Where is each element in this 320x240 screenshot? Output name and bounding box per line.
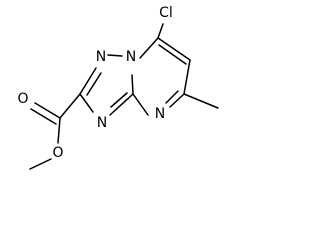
bond-n8-c7 — [139, 37, 159, 59]
atom-n-triazole-top-label: N — [96, 49, 106, 65]
bond-n3-c3a — [109, 93, 134, 116]
bond-c2-n3 — [79, 93, 94, 113]
bond-carbonyl — [34, 102, 61, 119]
bond-c7-c6-double — [158, 44, 187, 65]
bond-c3a-n8 — [131, 74, 134, 95]
atom-n-bridge-label: N — [126, 49, 136, 65]
bond-carbonyl-double — [30, 108, 57, 125]
bond-c6-c5 — [183, 59, 191, 95]
bond-oester-methyl — [29, 158, 52, 170]
bond-n1-c2 — [79, 67, 97, 95]
bond-c7-c6 — [157, 37, 191, 61]
bond-c5-n4-double — [165, 90, 179, 104]
bond-c2-carboxyl — [59, 93, 81, 119]
atom-cl-label: Cl — [159, 5, 173, 21]
bond-n8-n1 — [107, 54, 123, 57]
bond-n3-c3a-double — [110, 92, 128, 108]
atom-n-pyrimidine-label: N — [155, 106, 165, 122]
bond-c5-n4 — [169, 93, 185, 108]
atom-o-carbonyl-label: O — [17, 91, 28, 107]
bond-c5-methyl — [183, 93, 219, 109]
molecule-structure: Cl N N N N O O — [17, 5, 219, 170]
bond-c7-cl — [157, 23, 164, 39]
structure-canvas: Cl N N N N O O — [17, 5, 219, 170]
atom-n-triazole-bottom-label: N — [97, 115, 107, 131]
bond-n1-c2-double — [86, 72, 102, 96]
bond-n4-c3a — [132, 93, 149, 116]
atom-o-ester-label: O — [52, 145, 63, 161]
bond-carboxyl-oester — [57, 117, 61, 144]
